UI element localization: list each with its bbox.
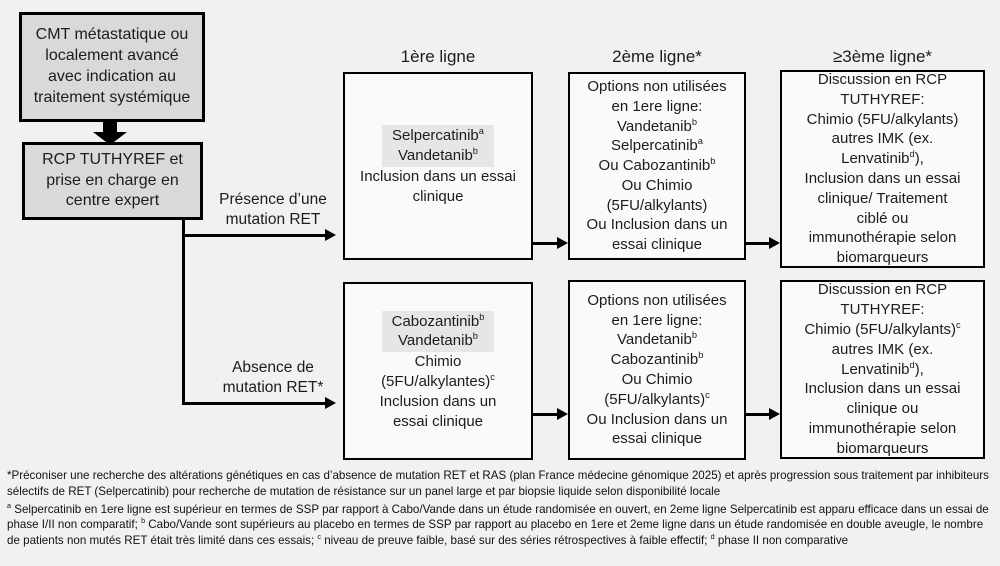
text-line: Ou Chimio <box>621 371 693 388</box>
text-line: Selpercatiniba <box>392 126 484 145</box>
text-line: TUTHYREF: <box>840 301 925 319</box>
text-line: ciblé ou <box>856 209 909 227</box>
text-line: Ou Inclusion dans un <box>586 216 728 234</box>
branch-connector-line <box>182 219 185 405</box>
entry-condition-box: CMT métastatique ou localement avancé av… <box>19 12 205 122</box>
text-line: (5FU/alkylants)c <box>604 389 710 408</box>
text-line: Chimio (5FU/alkylants) <box>806 110 959 128</box>
box-ret-absent-second-line: Options non utilisées en 1ere ligne:Vande… <box>568 280 746 460</box>
text-line: Options non utilisées <box>587 77 727 95</box>
text-line: Options non utilisées <box>587 291 727 309</box>
text-line: Inclusion dans un essai <box>804 170 961 187</box>
text-line: Chimio (5FU/alkylants)c <box>804 320 961 339</box>
column-header-second-line: 2ème ligne* <box>612 47 702 66</box>
text-line: Vandetanibb <box>617 330 697 349</box>
text-line: Discussion en RCP <box>817 281 948 299</box>
arrow-right-ret-present-icon <box>184 229 336 241</box>
text-line: Inclusion dans un essai <box>360 168 516 185</box>
text-line: Ou Cabozantinibb <box>598 156 716 175</box>
text-line: Ou Chimio <box>621 176 693 194</box>
text-line: en 1ere ligne: <box>611 97 703 115</box>
text-line: immunothérapie selon <box>808 229 957 247</box>
arrow-right-bottom-2to3-icon <box>746 408 780 420</box>
text-line: Lenvatinibd), <box>841 359 924 378</box>
text-line: TUTHYREF: <box>840 90 925 108</box>
text-line: (5FU/alkylants) <box>606 196 708 214</box>
footnote-asterisk: *Préconiser une recherche des altération… <box>7 469 989 498</box>
text-block: Options non utilisées en 1ere ligne:Vande… <box>587 77 728 255</box>
box-ret-present-second-line: Options non utilisées en 1ere ligne:Vande… <box>568 72 746 260</box>
text-line: clinique <box>412 187 464 205</box>
text-line: (5FU/alkylantes)c <box>381 372 495 390</box>
arrow-right-bottom-1to2-icon <box>533 408 568 420</box>
text-line: essai clinique <box>611 236 703 254</box>
text-line: clinique ou <box>846 400 919 418</box>
text-line: Cabozantinibb <box>391 311 485 330</box>
arrow-right-top-1to2-icon <box>533 237 568 249</box>
text-line: Selpercatiniba <box>611 136 703 155</box>
text-line: biomarqueurs <box>836 439 929 457</box>
text-line: Vandetanibb <box>617 116 697 135</box>
column-header-first-line: 1ère ligne <box>400 47 476 66</box>
text-line: autres IMK (ex. <box>831 130 934 148</box>
text-line: essai clinique <box>392 412 484 430</box>
arrow-down-icon <box>93 122 127 145</box>
branch-label-ret-present: Présence d’une mutation RET <box>219 191 327 228</box>
box-ret-absent-third-line: Discussion en RCP TUTHYREF:Chimio (5FU/al… <box>780 280 985 459</box>
arrow-right-ret-absent-icon <box>184 397 336 409</box>
text-block: Discussion en RCP TUTHYREF:Chimio (5FU/al… <box>804 280 960 458</box>
footnote-evidence-letters: a Selpercatinib en 1ere ligne est supéri… <box>7 500 989 548</box>
text-line: autres IMK (ex. <box>831 340 934 358</box>
text-line: Inclusion dans un essai <box>804 380 961 398</box>
text-line: Chimio <box>414 353 462 371</box>
footnotes: *Préconiser une recherche des altération… <box>7 468 994 551</box>
text-block: Inclusion dans un essai clinique <box>360 167 516 207</box>
rcp-expert-center-box: RCP TUTHYREF et prise en charge en centr… <box>22 142 203 220</box>
text-line: Vandetanibb <box>398 331 478 350</box>
branch-label-ret-absent: Absence de mutation RET* <box>222 359 324 396</box>
text-line: en 1ere ligne: <box>611 311 703 329</box>
text-line: Inclusion dans un <box>379 392 497 410</box>
column-header-third-line: ≥3ème ligne* <box>832 47 933 66</box>
text-line: Cabozantinibb <box>610 350 704 369</box>
text-block: Options non utilisées en 1ere ligne:Vande… <box>587 291 728 449</box>
text-line: immunothérapie selon <box>808 420 957 437</box>
text-line: Discussion en RCP <box>817 71 948 89</box>
text-line: Vandetanibb <box>398 146 478 165</box>
text-line: biomarqueurs <box>836 249 929 267</box>
text-line: clinique/ Traitement <box>817 189 948 207</box>
arrow-right-top-2to3-icon <box>746 237 780 249</box>
text-line: Ou Inclusion dans un <box>586 410 728 428</box>
text-line: essai clinique <box>611 430 703 448</box>
text-line: Lenvatinibd), <box>841 149 924 168</box>
